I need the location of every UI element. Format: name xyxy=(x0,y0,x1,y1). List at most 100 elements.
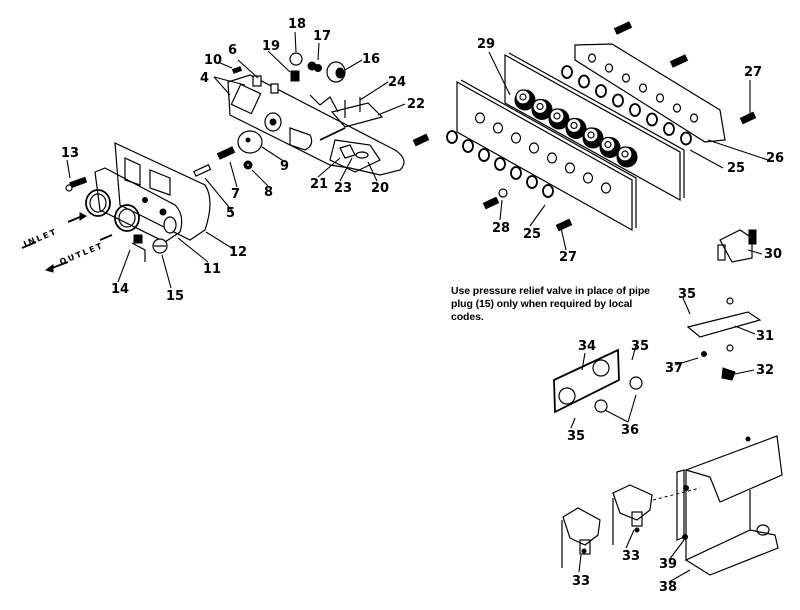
leader-line xyxy=(317,42,320,61)
callout-37: 37 xyxy=(665,361,684,376)
callout-35-top: 35 xyxy=(678,287,697,302)
hole xyxy=(604,63,614,73)
burner-plate-front xyxy=(456,79,637,232)
grommet xyxy=(595,84,607,98)
grommet xyxy=(612,93,624,108)
callout-11: 11 xyxy=(203,262,222,277)
hole xyxy=(600,182,612,194)
burner-port-inner xyxy=(553,112,561,120)
leader-line xyxy=(529,204,546,227)
callout-10: 10 xyxy=(204,53,223,68)
burner-port xyxy=(600,136,616,153)
hole xyxy=(510,132,522,144)
callout-28: 28 xyxy=(492,221,511,236)
hole xyxy=(546,152,558,164)
leader-line xyxy=(317,157,341,178)
burner-port-inner xyxy=(519,93,527,101)
gas-valve-33-left xyxy=(561,507,601,568)
leader-line xyxy=(344,59,363,71)
leader-line xyxy=(213,76,246,86)
hole xyxy=(672,103,682,113)
hole xyxy=(564,162,576,174)
leader-line xyxy=(377,103,406,116)
grommet xyxy=(446,130,458,144)
control-panel-34 xyxy=(553,348,643,414)
manifold-body-11 xyxy=(85,167,183,243)
grommets-25-rear xyxy=(561,65,692,146)
leader-lines xyxy=(66,31,769,583)
burner-port-inner xyxy=(604,140,612,149)
leader-line xyxy=(578,554,582,573)
burner-port xyxy=(515,89,531,105)
grommet xyxy=(478,148,490,162)
grommet xyxy=(526,175,538,189)
leader-line xyxy=(267,50,291,73)
callout-19: 19 xyxy=(262,39,281,54)
callout-33-right: 33 xyxy=(622,549,641,564)
leader-line xyxy=(339,157,353,182)
leader-line xyxy=(707,139,769,161)
grommet xyxy=(462,139,474,153)
fitting-14 xyxy=(131,234,146,262)
callout-36: 36 xyxy=(621,423,640,438)
burner-plate-rear xyxy=(504,52,685,202)
leader-line xyxy=(627,394,637,423)
pressure-relief-note: Use pressure relief valve in place of pi… xyxy=(451,285,650,323)
leader-line xyxy=(631,341,638,361)
hole xyxy=(689,113,699,123)
callout-27-top: 27 xyxy=(744,65,763,80)
callout-34: 34 xyxy=(578,339,597,354)
small-parts-top xyxy=(231,52,346,94)
burner-port-inner xyxy=(621,150,629,158)
burner-port xyxy=(532,98,548,115)
mounting-bracket-38 xyxy=(652,435,783,576)
callout-8: 8 xyxy=(264,185,274,200)
hole xyxy=(582,172,594,184)
callout-15: 15 xyxy=(166,289,185,304)
grommet xyxy=(578,74,590,89)
pipe-plug-15 xyxy=(152,238,168,254)
leader-line xyxy=(682,297,691,315)
manifold-gasket-12 xyxy=(114,142,211,241)
leader-line xyxy=(294,31,297,53)
orifice-bar-26 xyxy=(574,43,726,143)
elbow-fitting-30 xyxy=(717,229,757,263)
callout-23: 23 xyxy=(334,181,353,196)
grommet xyxy=(494,157,506,171)
leader-line xyxy=(734,369,755,375)
grommets-25-front xyxy=(446,130,554,198)
hole xyxy=(528,142,540,154)
valve-body-4 xyxy=(227,74,405,176)
burner-port-inner xyxy=(570,121,578,130)
callout-35-middle: 35 xyxy=(631,339,650,354)
callout-27-bottom: 27 xyxy=(559,250,578,265)
plate-22 xyxy=(330,97,384,128)
leader-line xyxy=(689,149,724,169)
regulator-20-23 xyxy=(319,127,381,173)
callout-33-left: 33 xyxy=(572,574,591,589)
callout-7: 7 xyxy=(231,187,241,202)
gas-valve-33-right xyxy=(612,484,653,545)
callout-9: 9 xyxy=(280,159,290,174)
callout-16: 16 xyxy=(362,52,381,67)
callout-14: 14 xyxy=(111,282,130,297)
callout-21: 21 xyxy=(310,177,329,192)
burner-port xyxy=(549,108,565,124)
callout-29: 29 xyxy=(477,37,496,52)
callout-25-front: 25 xyxy=(523,227,542,242)
leader-line xyxy=(229,161,238,188)
leader-line xyxy=(161,254,172,289)
callout-38: 38 xyxy=(659,580,678,595)
leader-line xyxy=(117,249,131,283)
orifice-bar-holes xyxy=(587,53,699,123)
callout-31: 31 xyxy=(756,329,775,344)
leader-line xyxy=(734,325,756,335)
leader-line xyxy=(674,357,699,366)
callout-25-rear: 25 xyxy=(727,161,746,176)
leader-line xyxy=(177,237,209,263)
callout-24: 24 xyxy=(388,75,407,90)
screws-27-28 xyxy=(412,21,757,232)
callout-18: 18 xyxy=(288,17,307,32)
hole xyxy=(492,122,504,134)
screw-13 xyxy=(65,176,88,192)
